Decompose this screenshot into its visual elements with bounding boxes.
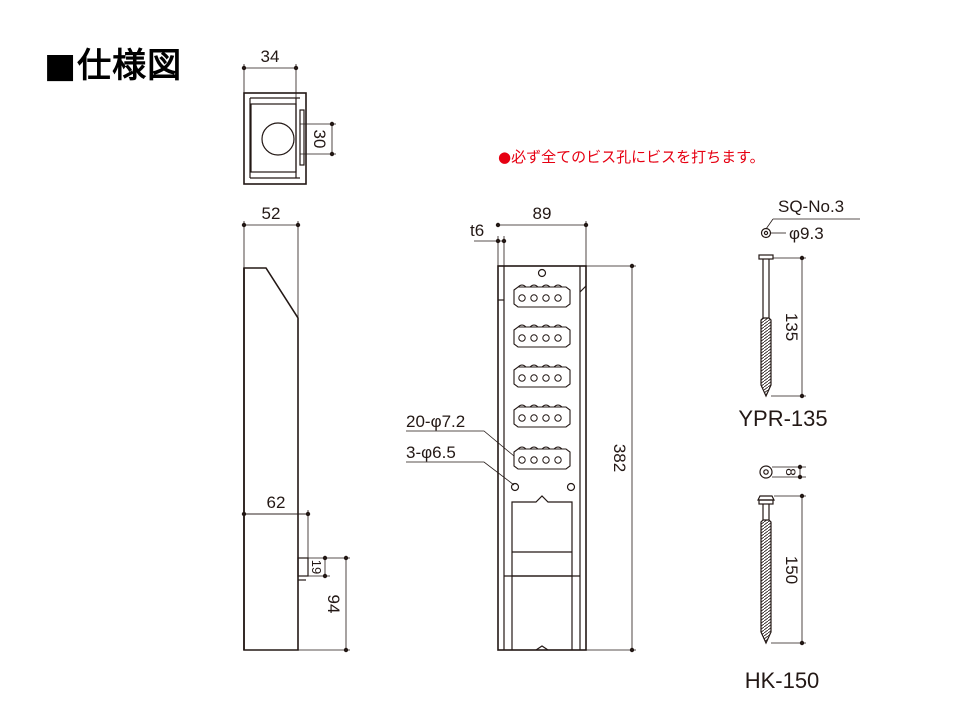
screw-hole bbox=[518, 456, 526, 464]
ypr-head-label: SQ-No.3 bbox=[778, 197, 844, 216]
hole-spec-a: 20-φ7.2 bbox=[406, 412, 465, 431]
screw-hole bbox=[518, 334, 526, 342]
screw-hole bbox=[542, 374, 550, 382]
page-title: ■仕様図 bbox=[44, 46, 183, 86]
screw-ypr bbox=[758, 218, 860, 399]
hk-diameter-label: 8 bbox=[783, 468, 799, 476]
screw-hole bbox=[542, 456, 550, 464]
top-view-hole bbox=[261, 122, 295, 156]
hole-bracket bbox=[513, 404, 571, 428]
side-view-tab bbox=[297, 557, 309, 577]
screw-hole bbox=[518, 374, 526, 382]
side-bottom-width-label: 62 bbox=[267, 493, 286, 512]
front-view bbox=[406, 221, 636, 653]
screw-hole bbox=[530, 334, 538, 342]
side-top-width-label: 52 bbox=[262, 204, 281, 223]
hole-bracket bbox=[513, 284, 571, 308]
screw-hole bbox=[518, 294, 526, 302]
front-width-label: 89 bbox=[533, 204, 552, 223]
side-lower-height-label: 94 bbox=[324, 595, 343, 614]
installation-note: ●必ず全てのビス孔にビスを打ちます。 bbox=[498, 148, 765, 166]
front-height-label: 382 bbox=[610, 444, 629, 472]
hole-bracket bbox=[513, 364, 571, 388]
mount-hole bbox=[510, 482, 520, 492]
top-width-label: 34 bbox=[261, 47, 280, 66]
hk-model-name: HK-150 bbox=[745, 668, 820, 693]
screw-hole bbox=[554, 414, 562, 422]
mount-hole bbox=[566, 482, 576, 492]
side-view bbox=[241, 221, 350, 653]
screw-hole bbox=[554, 294, 562, 302]
hk-length-label: 150 bbox=[782, 556, 801, 584]
screw-hole bbox=[542, 414, 550, 422]
top-height-label: 30 bbox=[310, 130, 329, 149]
screw-hk bbox=[757, 464, 806, 646]
screw-hole bbox=[530, 414, 538, 422]
hole-spec-b: 3-φ6.5 bbox=[406, 443, 456, 462]
side-tab-height-label: 19 bbox=[309, 560, 324, 574]
hole-bracket bbox=[513, 446, 571, 470]
screw-hole bbox=[530, 456, 538, 464]
front-thickness-label: t6 bbox=[470, 221, 484, 240]
screw-hole bbox=[554, 334, 562, 342]
ypr-model-name: YPR-135 bbox=[738, 406, 827, 431]
screw-hole bbox=[542, 334, 550, 342]
screw-hole bbox=[554, 374, 562, 382]
screw-hole bbox=[530, 374, 538, 382]
top-view bbox=[241, 64, 336, 185]
ypr-diameter-label: φ9.3 bbox=[789, 224, 824, 243]
screw-hole bbox=[518, 414, 526, 422]
screw-hole bbox=[554, 456, 562, 464]
screw-hole bbox=[530, 294, 538, 302]
top-mount-hole bbox=[537, 268, 547, 278]
ypr-length-label: 135 bbox=[782, 313, 801, 341]
screw-hole bbox=[542, 294, 550, 302]
hole-bracket bbox=[513, 324, 571, 348]
